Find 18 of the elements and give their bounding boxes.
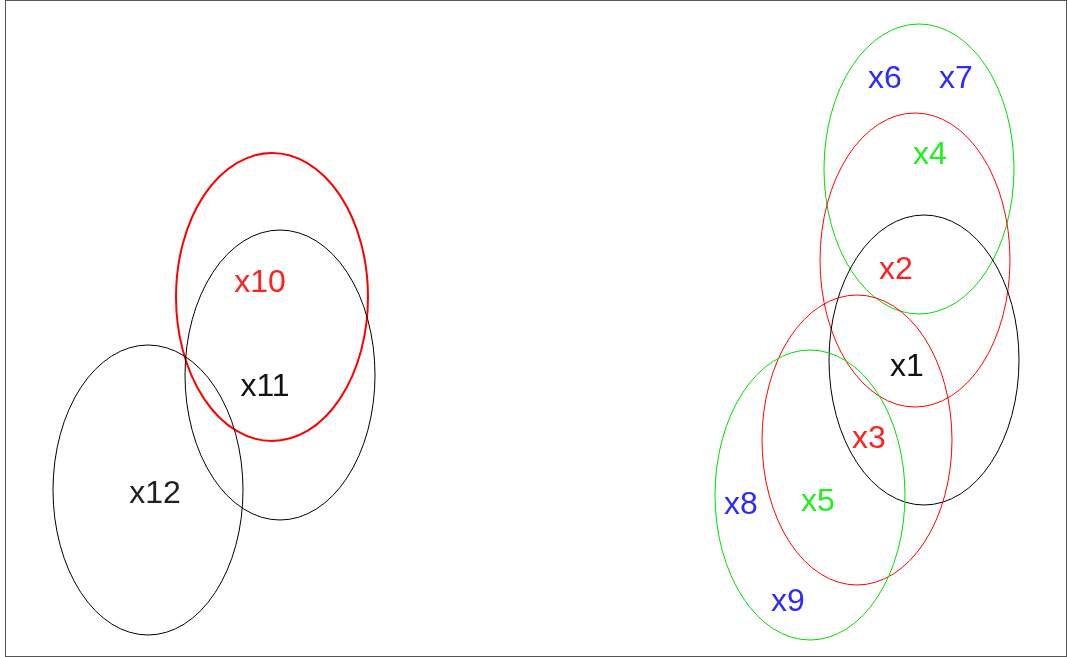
ellipse-outline	[176, 153, 368, 441]
set-label: x7	[939, 59, 973, 95]
set-label: x12	[129, 474, 181, 510]
ellipse-outline	[53, 345, 243, 635]
ellipse-outline	[185, 230, 375, 520]
set-label: x2	[879, 250, 913, 286]
ellipse-outline	[820, 113, 1010, 407]
set-label: x4	[913, 135, 947, 171]
set-label: x5	[801, 482, 835, 518]
set-label: x3	[852, 419, 886, 455]
set-label: x11	[240, 367, 290, 403]
ellipse-outline	[824, 24, 1014, 314]
set-label: x6	[868, 59, 902, 95]
set-label: x10	[234, 263, 286, 299]
set-label: x1	[890, 347, 924, 383]
set-label: x8	[724, 485, 758, 521]
set-label: x9	[771, 582, 805, 618]
ellipse-outline	[762, 295, 952, 585]
